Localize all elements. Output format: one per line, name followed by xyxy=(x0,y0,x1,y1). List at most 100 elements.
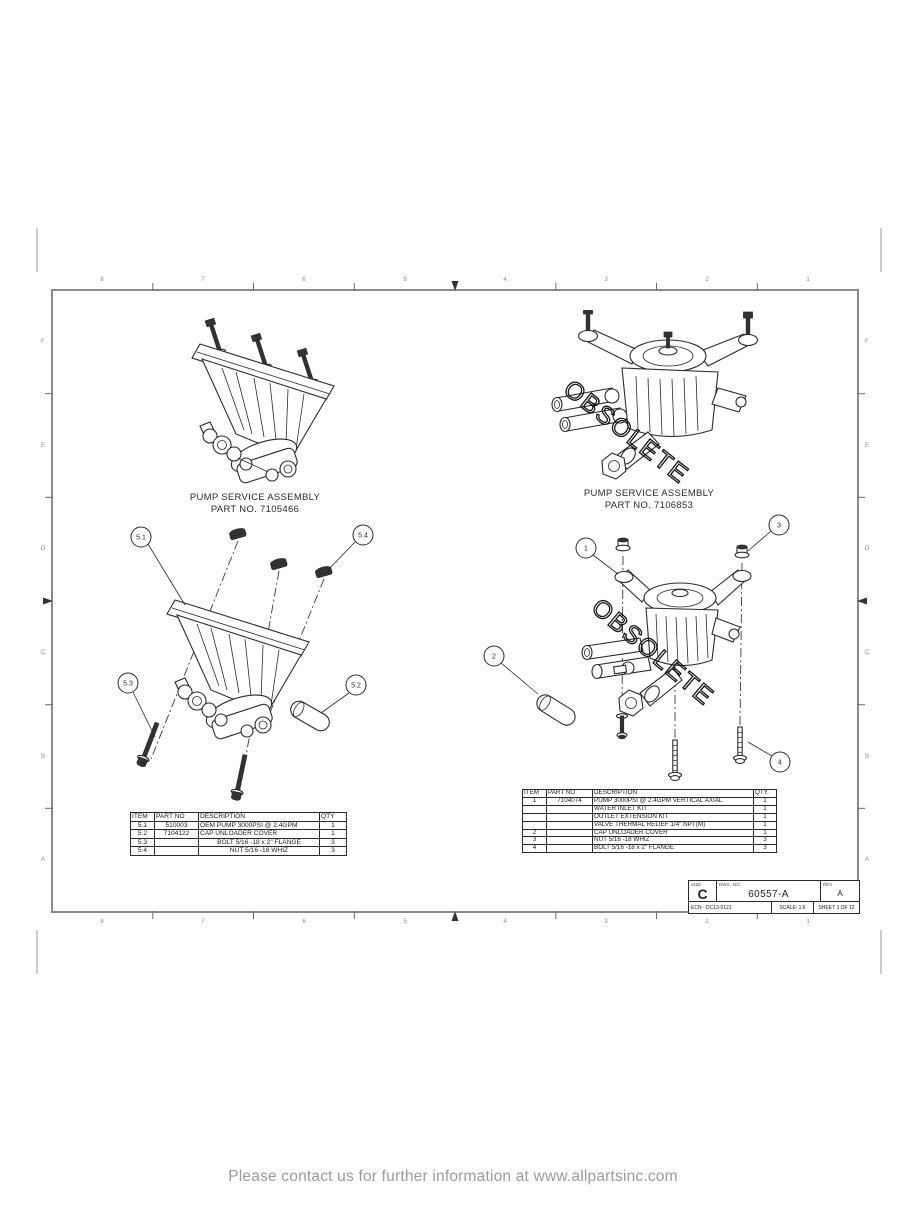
dwg-no-value: 60557-A xyxy=(748,889,789,900)
dwg-no-label: DWG. NO. xyxy=(719,882,742,887)
zone-letter: E xyxy=(864,443,870,449)
nut xyxy=(615,537,631,552)
balloon-5-2: 5.2 xyxy=(320,674,367,714)
zone-number: 7 xyxy=(201,277,205,283)
svg-text:4: 4 xyxy=(778,760,782,767)
zone-number: 4 xyxy=(503,277,507,283)
col-header-item: ITEM xyxy=(130,812,155,822)
col-header-qty: QTY. xyxy=(753,789,777,798)
table-row: WATER INLET KIT 1 xyxy=(522,804,777,814)
col-header-partno: PART NO xyxy=(546,789,593,798)
zone-letter: B xyxy=(864,754,870,760)
table-row: OUTLET EXTENSION KIT 1 xyxy=(522,812,777,822)
balloon-5-1: 5.1 xyxy=(130,526,186,606)
zone-number: 6 xyxy=(302,919,306,925)
zone-letter: C xyxy=(40,650,46,656)
title-block-size-cell: SIZE C xyxy=(689,881,717,902)
table-header-row: ITEM PART NO DESCRIPTION QTY. xyxy=(522,789,777,798)
assembly-title: PUMP SERVICE ASSEMBLY xyxy=(189,492,321,503)
sheet-value: SHEET 3 OF 12 xyxy=(818,904,855,911)
rev-label: REV xyxy=(823,882,833,887)
col-header-qty: QTY xyxy=(319,812,347,822)
footer-contact-text: Please contact us for further informatio… xyxy=(228,1168,678,1185)
assembly-title: PUMP SERVICE ASSEMBLY xyxy=(583,488,715,499)
title-block: SIZE C DWG. NO. 60557-A REV A ECN - DC13… xyxy=(688,880,860,914)
assembled-pump-view-7106853: OBSOLETE xyxy=(551,310,759,485)
zone-number: 4 xyxy=(503,919,507,925)
exploded-pump-view-right: OBSOLETE 1 3 2 4 xyxy=(483,514,791,781)
nut xyxy=(734,544,750,559)
col-header-description: DESCRIPTION xyxy=(198,812,320,822)
zone-letter: F xyxy=(865,339,869,345)
zone-letter: C xyxy=(864,650,870,656)
zone-letter: B xyxy=(40,754,46,760)
table-row: 5.3 BOLT 5/16 -18 x 2" FLANGE 3 xyxy=(130,837,347,848)
svg-text:1: 1 xyxy=(584,546,588,553)
zone-number: 3 xyxy=(604,919,608,925)
pump-body xyxy=(166,599,310,740)
size-label: SIZE xyxy=(691,882,702,887)
zone-letter: D xyxy=(864,546,870,552)
nut xyxy=(315,566,333,579)
table-row: 3 NUT 5/16 -18 WHIZ 3 xyxy=(522,836,777,846)
assembly-part-number: PART NO. 7105466 xyxy=(210,503,300,515)
col-header-item: ITEM xyxy=(522,789,547,798)
balloon-2: 2 xyxy=(483,645,539,695)
zone-number: 8 xyxy=(100,277,104,283)
zone-letter: D xyxy=(40,546,46,552)
table-row: 5.1 510003 OEM PUMP 3000PSI @ 2.4GPM 1 xyxy=(130,820,347,831)
zone-letter: E xyxy=(40,443,46,449)
nut xyxy=(229,528,247,541)
pump-body xyxy=(191,317,335,484)
balloon-4: 4 xyxy=(747,741,791,773)
svg-text:5.4: 5.4 xyxy=(358,533,368,540)
zone-number: 1 xyxy=(806,919,810,925)
zone-number: 8 xyxy=(100,919,104,925)
svg-text:3: 3 xyxy=(777,523,781,530)
svg-text:5.2: 5.2 xyxy=(351,683,361,690)
zone-number: 3 xyxy=(604,277,608,283)
zone-number: 6 xyxy=(302,277,306,283)
table-row: 5.2 7104122 CAP UNLOADER COVER 1 xyxy=(130,829,347,839)
col-header-partno: PART NO xyxy=(154,812,199,822)
zone-number: 5 xyxy=(403,919,407,925)
table-row: 2 CAP UNLOADER COVER 1 xyxy=(522,828,777,838)
zone-letter: A xyxy=(864,857,870,863)
ecn-value: ECN - DC13-0121 xyxy=(689,902,772,913)
balloon-3: 3 xyxy=(747,514,790,552)
pump-body xyxy=(551,310,759,480)
zone-number: 5 xyxy=(403,277,407,283)
bolt xyxy=(667,739,683,781)
size-value: C xyxy=(697,886,708,902)
exploded-pump-view-left: 5.1 5.4 5.3 5.2 xyxy=(117,524,374,801)
assembly-label-left: PUMP SERVICE ASSEMBLY PART NO. 7105466 xyxy=(150,492,360,515)
bolt xyxy=(663,331,673,349)
zone-ticks xyxy=(45,283,865,919)
crop-marks xyxy=(36,228,882,974)
assembly-label-right: PUMP SERVICE ASSEMBLY PART NO. 7106853 xyxy=(544,488,754,511)
svg-text:5.1: 5.1 xyxy=(136,535,146,542)
zone-number: 7 xyxy=(201,919,205,925)
balloon-1: 1 xyxy=(575,537,619,575)
bolt xyxy=(136,721,160,767)
col-header-description: DESCRIPTION xyxy=(592,789,754,798)
zone-number: 1 xyxy=(806,277,810,283)
nut xyxy=(270,558,288,571)
table-row: VALVE THERMAL RELIEF 1/4" NPT(M) 1 xyxy=(522,820,777,830)
zone-number: 2 xyxy=(705,277,709,283)
bolt xyxy=(230,754,248,801)
rev-value: A xyxy=(837,889,843,898)
center-arrows xyxy=(43,281,867,921)
assembly-part-number: PART NO. 7106853 xyxy=(604,499,694,511)
table-row: 5.4 NUT 5/16 -18 WHIZ 3 xyxy=(130,846,347,856)
balloon-5-3: 5.3 xyxy=(117,672,156,738)
bolt xyxy=(732,726,748,764)
bom-table-right: ITEM PART NO DESCRIPTION QTY. 1 7104074 … xyxy=(522,789,777,854)
title-block-dwg-cell: DWG. NO. 60557-A xyxy=(717,881,821,901)
table-row: 1 7104074 PUMP 3000PSI @ 2.4GPM VERTICAL… xyxy=(522,796,777,806)
unloader-cover-cap xyxy=(536,694,576,726)
title-block-rev-cell: REV A xyxy=(821,881,859,901)
unloader-cover-cap xyxy=(290,700,330,732)
